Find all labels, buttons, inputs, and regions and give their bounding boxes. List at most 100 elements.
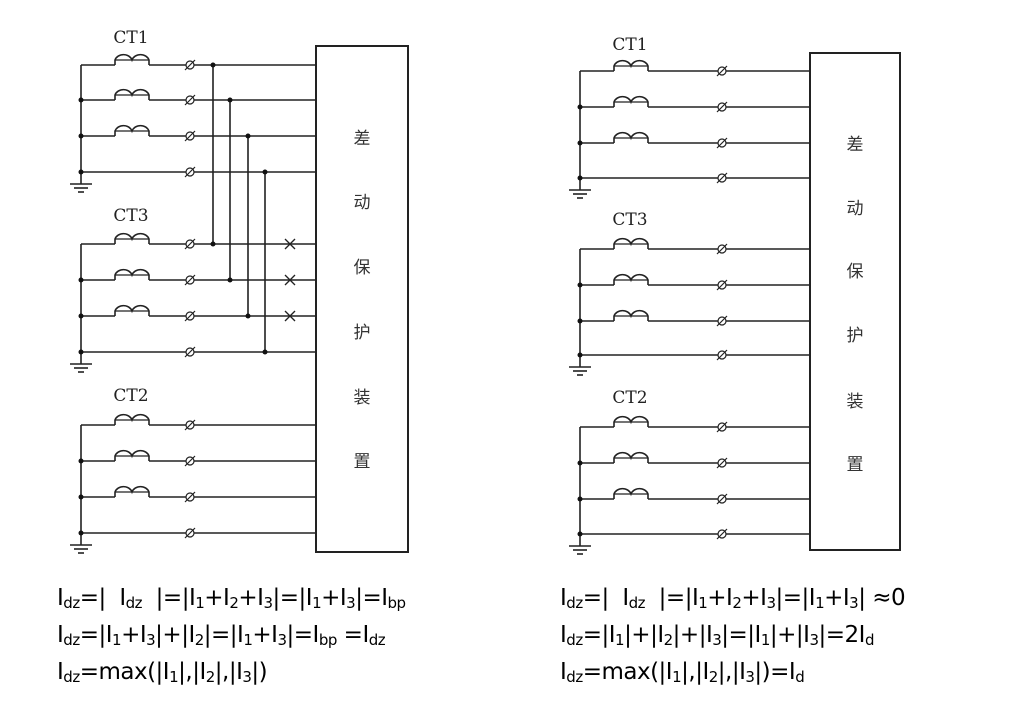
protection-device-box [315, 45, 409, 553]
subscript: 3 [146, 631, 156, 649]
terminal-icon [716, 65, 728, 77]
terminal-icon [716, 349, 728, 361]
ct-group-ct1: CT1 [70, 28, 316, 193]
terminal-icon [184, 346, 196, 358]
junction-dot [577, 531, 583, 537]
ct-label: CT3 [113, 206, 148, 226]
formula-text: I [57, 622, 64, 648]
formula-text: =max(|I [79, 659, 170, 685]
junction-dot [577, 460, 583, 466]
ct-label: CT2 [113, 386, 148, 406]
subscript: 1 [698, 594, 708, 612]
terminal-icon [716, 493, 728, 505]
device-label-char: 装 [847, 392, 864, 412]
junction-dot [78, 133, 84, 139]
terminal-icon [184, 130, 196, 142]
device-label-char: 装 [354, 388, 371, 408]
subscript: 2 [205, 668, 216, 686]
subscript: dz [63, 594, 80, 612]
ct-group-ct2: CT2 [70, 386, 316, 554]
subscript: 2 [732, 594, 742, 612]
terminal-icon [184, 527, 196, 539]
subscript: 3 [263, 594, 273, 612]
ct-label: CT2 [612, 388, 647, 408]
subscript: 1 [815, 594, 825, 612]
formula-text: |=|I [272, 585, 313, 611]
formula-text: |,|I [717, 659, 746, 685]
junction-dot [78, 458, 84, 464]
device-label-char: 保 [847, 262, 864, 282]
formula-text: =| I [582, 585, 629, 611]
formula-text: |=|I [203, 622, 244, 648]
subscript: 1 [672, 668, 682, 686]
junction-dot [210, 241, 216, 247]
device-label-char: 保 [354, 258, 371, 278]
terminal-icon [184, 94, 196, 106]
junction-dot [78, 277, 84, 283]
formula-text: |)=I [754, 659, 796, 685]
subscript: 3 [809, 631, 819, 649]
formula-text: |,|I [214, 659, 243, 685]
junction-dot [227, 97, 233, 103]
formula-text: |=I [286, 622, 320, 648]
device-label-char: 动 [847, 199, 864, 219]
formula-text: |=|I [645, 585, 699, 611]
formula-text: |,|I [681, 659, 709, 685]
formula-text: +I [238, 585, 264, 611]
open-cross-icon [284, 310, 296, 322]
subscript: bp [318, 631, 338, 649]
subscript: 3 [242, 668, 252, 686]
junction-dot [78, 97, 84, 103]
terminal-icon [184, 238, 196, 250]
formula-text: +I [252, 622, 278, 648]
formula-text: +I [824, 585, 850, 611]
subscript: dz [63, 668, 80, 686]
subscript: 3 [849, 594, 859, 612]
junction-dot [78, 313, 84, 319]
formula-text: |,|I [178, 659, 206, 685]
subscript: dz [566, 631, 583, 649]
formula-text: +I [707, 585, 733, 611]
formula-2-2: Idz=|I1|+|I2|+|I3|=|I1|+|I3|=2Id [560, 622, 874, 649]
formula-text: |=I [355, 585, 388, 611]
device-label-char: 护 [354, 323, 371, 343]
junction-dot [210, 62, 216, 68]
terminal-icon [184, 419, 196, 431]
formula-text: =| I [79, 585, 126, 611]
formula-text: |) [251, 659, 268, 685]
formula-text: =I [336, 622, 370, 648]
junction-dot [245, 133, 251, 139]
formula-text: +I [741, 585, 767, 611]
subscript: 3 [712, 631, 722, 649]
terminal-icon [716, 101, 728, 113]
ct-group-ct2: CT2 [569, 388, 810, 555]
junction-dot [262, 349, 268, 355]
protection-device-box [809, 52, 901, 551]
junction-dot [577, 104, 583, 110]
subscript: 1 [243, 631, 253, 649]
terminal-icon [716, 279, 728, 291]
formula-text: I [57, 585, 64, 611]
subscript: dz [368, 631, 386, 649]
open-cross-icon [284, 274, 296, 286]
junction-dot [245, 313, 251, 319]
junction-dot [78, 169, 84, 175]
formula-text: |=|I [142, 585, 196, 611]
subscript: 2 [194, 631, 205, 649]
junction-dot [227, 277, 233, 283]
subscript: 3 [277, 631, 287, 649]
subscript: 1 [760, 631, 771, 649]
junction-dot [577, 175, 583, 181]
formula-text: |=|I [775, 585, 816, 611]
formula-1-2: Idz=|I1+I3|+|I2|=|I1+I3|=Ibp =Idz [57, 622, 386, 649]
formula-text: +I [321, 585, 347, 611]
subscript: 3 [346, 594, 356, 612]
subscript: dz [63, 631, 80, 649]
junction-dot [577, 352, 583, 358]
terminal-icon [184, 274, 196, 286]
formula-text: |+|I [672, 622, 713, 648]
ct-label: CT1 [612, 35, 647, 55]
device-label-char: 置 [847, 455, 864, 475]
